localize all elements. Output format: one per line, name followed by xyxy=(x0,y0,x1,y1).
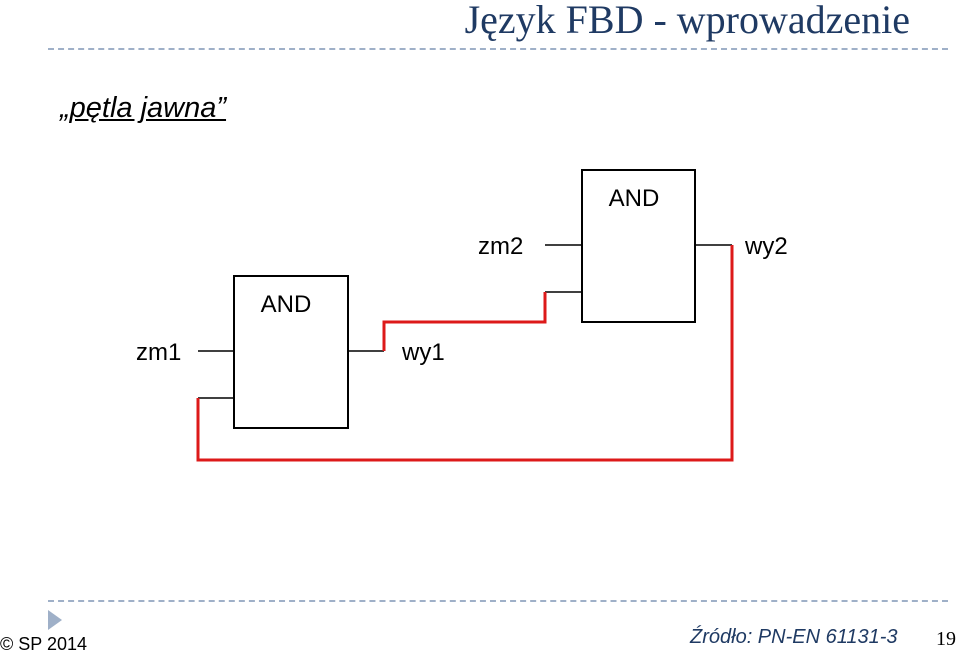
and-block-1 xyxy=(233,275,349,429)
slide-subtitle: „pętla jawna” xyxy=(60,92,227,124)
top-divider xyxy=(48,48,948,50)
copyright-text: © SP 2014 xyxy=(0,634,87,654)
source-text: Źródło: PN-EN 61131-3 xyxy=(690,626,898,648)
wy2-label: wy2 xyxy=(744,233,788,260)
and-block-2-label: AND xyxy=(609,185,660,212)
triangle-bullet-icon xyxy=(48,610,62,630)
feedback-loop-connection xyxy=(196,245,734,462)
and-block-1-label: AND xyxy=(261,291,312,318)
zm1-label: zm1 xyxy=(136,339,181,366)
wy1-label: wy1 xyxy=(401,339,445,366)
wy1-to-block2-connection xyxy=(382,292,547,351)
and-block-2 xyxy=(581,169,696,323)
zm2-label: zm2 xyxy=(478,233,523,260)
bottom-divider xyxy=(48,600,948,602)
slide-title: Język FBD - wprowadzenie xyxy=(464,0,910,42)
page-number: 19 xyxy=(936,628,956,650)
